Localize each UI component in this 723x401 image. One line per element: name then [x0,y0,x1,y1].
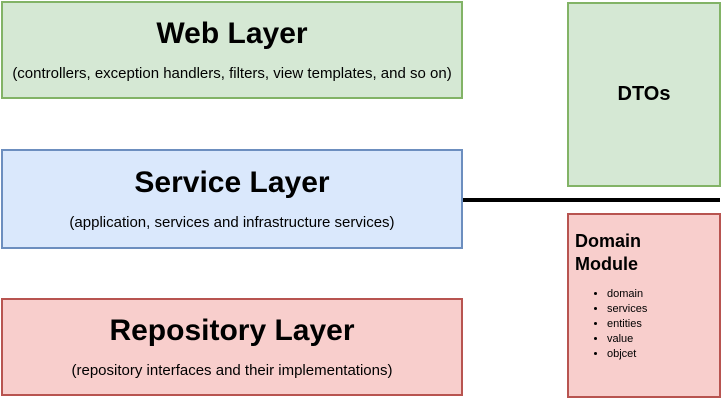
service-layer-title: Service Layer [134,166,330,199]
service-layer-subtitle: (application, services and infrastructur… [69,214,395,231]
domain-module-list-item: domain [607,287,713,302]
domain-module-list-item: objcet [607,347,713,362]
domain-module-list-item: services [607,302,713,317]
service-layer-box: Service Layer (application, services and… [1,149,463,249]
domain-module-list-item: entities [607,317,713,332]
web-layer-subtitle: (controllers, exception handlers, filter… [12,65,452,82]
dtos-label: DTOs [617,83,671,105]
web-layer-box: Web Layer (controllers, exception handle… [1,1,463,99]
repository-layer-box: Repository Layer (repository interfaces … [1,298,463,396]
dtos-box: DTOs [567,2,721,187]
repository-layer-subtitle: (repository interfaces and their impleme… [71,362,393,379]
domain-module-box: Domain Module domain services entities v… [567,213,721,398]
service-to-domain-connector-line [463,198,720,202]
domain-module-list-item: value [607,332,713,347]
domain-module-list: domain services entities value objcet [575,287,713,362]
web-layer-title: Web Layer [156,17,308,50]
repository-layer-title: Repository Layer [109,314,355,347]
domain-module-title: Domain Module [575,231,642,274]
